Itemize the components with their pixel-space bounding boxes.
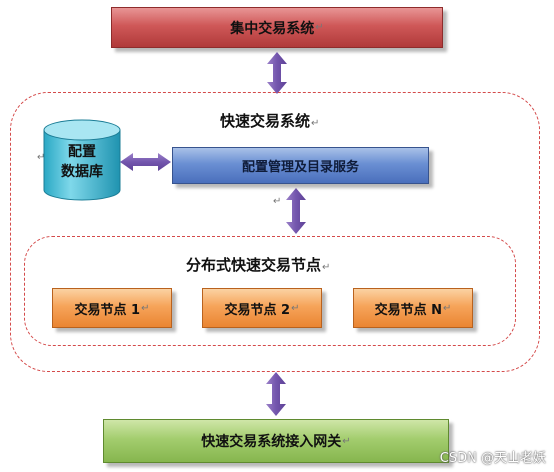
- config-directory-service-box: 配置管理及目录服务: [172, 147, 429, 184]
- watermark: CSDN @天山老妖: [439, 451, 546, 466]
- return-mark: ↵: [291, 302, 300, 314]
- return-mark: ↵: [311, 118, 320, 129]
- return-mark: ↵: [141, 302, 150, 314]
- config-directory-service-label: 配置管理及目录服务: [241, 160, 359, 175]
- return-mark: ↵: [37, 152, 46, 163]
- double-arrow-icon: [286, 188, 306, 234]
- access-gateway-label: 快速交易系统接入网关: [201, 434, 342, 450]
- trading-node-label: 交易节点 N: [374, 302, 442, 318]
- return-mark: ↵: [342, 435, 351, 447]
- return-mark: ↵: [322, 262, 331, 273]
- trading-node-2-box: 交易节点 2↵: [202, 288, 322, 328]
- trading-node-1-box: 交易节点 1↵: [52, 288, 172, 328]
- return-mark: ↵: [315, 22, 324, 33]
- trading-node-n-box: 交易节点 N↵: [353, 288, 473, 328]
- double-arrow-horizontal-icon: [120, 153, 171, 171]
- distributed-nodes-title: 分布式快速交易节点↵: [186, 256, 331, 274]
- double-arrow-icon: [266, 372, 286, 416]
- double-arrow-icon: [267, 52, 287, 94]
- return-mark: ↵: [273, 196, 282, 207]
- central-trading-system-label: 集中交易系统: [230, 20, 315, 37]
- access-gateway-box: 快速交易系统接入网关↵: [103, 419, 449, 463]
- distributed-nodes-container: [24, 236, 516, 346]
- database-icon: [43, 119, 121, 201]
- central-trading-system-box: 集中交易系统↵: [111, 7, 443, 48]
- fast-trading-system-container: [10, 92, 540, 372]
- trading-node-label: 交易节点 2: [224, 302, 291, 318]
- config-database-label: 配置 数据库: [61, 144, 103, 180]
- trading-node-label: 交易节点 1: [74, 302, 141, 318]
- return-mark: ↵: [443, 302, 452, 314]
- fast-trading-system-title: 快速交易系统↵: [220, 112, 320, 130]
